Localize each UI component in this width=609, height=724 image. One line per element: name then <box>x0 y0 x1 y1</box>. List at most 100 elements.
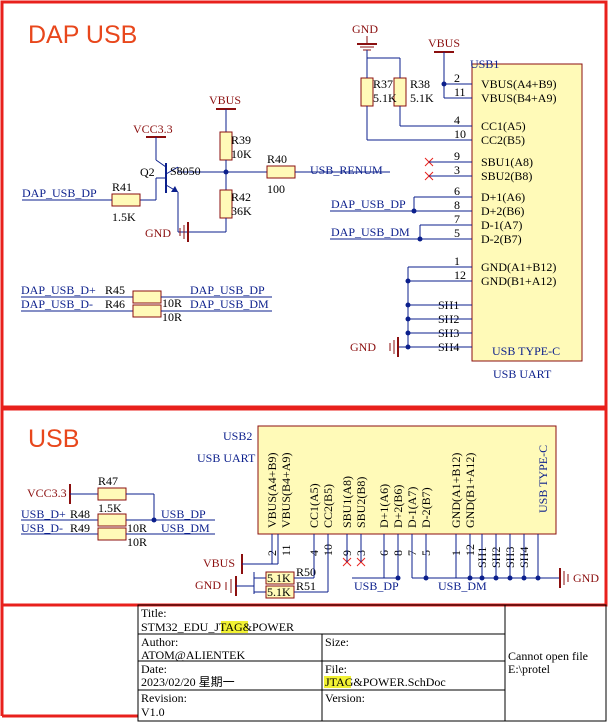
r50-ref: R50 <box>296 565 316 579</box>
revision-label: Revision: <box>141 691 187 705</box>
usb1-pin-number: 8 <box>454 198 460 212</box>
gnd-label-top: GND <box>352 22 378 36</box>
usb1-pin-name: CC2(B5) <box>481 133 525 147</box>
title-block-frame <box>137 604 607 722</box>
usb2-ref: USB2 <box>223 429 252 443</box>
r42-value: 36K <box>231 204 252 218</box>
file-highlight-text: JTAG <box>325 675 354 689</box>
usb2-pin-name: D-2(B7) <box>419 487 433 528</box>
r49-value: 10R <box>127 535 147 549</box>
r48-ref: R48 <box>70 507 90 521</box>
usb1-pin-number: 9 <box>454 149 460 163</box>
usb2-pin-name: SBU1(A8) <box>340 476 354 528</box>
gnd-junctions <box>405 278 411 350</box>
r42-ref: R42 <box>231 190 251 204</box>
usb1-pin-name: SBU2(B8) <box>481 169 532 183</box>
usb1-pin-name: GND(B1+A12) <box>481 274 556 288</box>
title-label: Title: <box>141 606 167 620</box>
junction-dot <box>417 236 423 242</box>
q2-collector <box>155 159 167 168</box>
usb2-type: USB TYPE-C <box>536 445 550 513</box>
usb1-pin-name: GND(A1+B12) <box>481 260 556 274</box>
title-suffix: &POWER <box>243 620 294 634</box>
usb1-pin-name: CC1(A5) <box>481 119 526 133</box>
usb1-pin-number: 6 <box>454 184 460 198</box>
r47-body <box>97 487 127 501</box>
r38-ref: R38 <box>410 77 430 91</box>
usb1-pin-name: D-1(A7) <box>481 218 522 232</box>
r41-body <box>111 193 141 207</box>
gnd-label-left: GND <box>145 226 171 240</box>
q2-lead <box>165 166 179 175</box>
vcc-label-bottom: VCC3.3 <box>27 486 67 500</box>
net-label-usb-dplus: USB_D+ <box>21 507 66 521</box>
net-label-usb-dminus: USB_D- <box>21 521 63 535</box>
vbus-label-bottom: VBUS <box>203 556 235 570</box>
vcc-label: VCC3.3 <box>133 122 173 136</box>
r39-value: 10K <box>231 147 252 161</box>
file-highlight <box>324 676 351 688</box>
title-prefix: STM32_EDU_ <box>141 620 215 634</box>
usb1-pin-number: 7 <box>454 212 460 226</box>
no-connect-marks <box>424 157 434 181</box>
usb2-pin-name: VBUS(B4+A9) <box>279 453 293 528</box>
r45-body <box>132 290 162 304</box>
usb1-pin-number: 5 <box>454 226 460 240</box>
path-text: E:\protel <box>508 662 551 676</box>
r49-body <box>97 527 127 541</box>
section-title-dap-usb: DAP USB <box>28 21 137 49</box>
r41-ref: R41 <box>112 180 132 194</box>
usb2-pin-number: 11 <box>279 544 293 556</box>
usb2-pin-name: D+1(A6) <box>377 484 391 528</box>
r45-value: 10R <box>162 296 182 310</box>
net-label-dap-dminus: DAP_USB_D- <box>21 297 93 311</box>
file-label: File: <box>325 662 347 676</box>
r40-ref: R40 <box>267 152 287 166</box>
r40-body <box>266 165 296 179</box>
title-highlight <box>221 621 248 633</box>
cannot-open-text: Cannot open file <box>508 649 588 663</box>
usb1-pin-number: 3 <box>454 163 460 177</box>
q2-emitter-arrow <box>171 186 178 192</box>
net-label-out-dp: DAP_USB_DP <box>190 283 265 297</box>
gnd-label-bottom: GND <box>195 578 221 592</box>
usb1-pin-name: D-2(B7) <box>481 232 522 246</box>
net-label-dap-usb-dp: DAP_USB_DP <box>331 197 406 211</box>
r38-value: 5.1K <box>410 91 434 105</box>
usb1-pin-name: VBUS(B4+A9) <box>481 91 556 105</box>
title-highlight-text: JTAG <box>214 620 243 634</box>
gnd-junctions-bottom <box>467 575 541 581</box>
usb1-pin-number: 10 <box>454 127 466 141</box>
r47-value: 1.5K <box>98 501 122 515</box>
usb2-connector-body <box>257 425 557 535</box>
r39-ref: R39 <box>231 133 251 147</box>
usb2-pin-name: CC2(B5) <box>321 484 335 528</box>
net-label-usb-dp: USB_DP <box>161 507 206 521</box>
q2-ref: Q2 <box>140 165 155 179</box>
section-title-usb: USB <box>28 425 79 453</box>
r40-value: 100 <box>267 182 285 196</box>
author-value: ATOM@ALIENTEK <box>141 648 245 662</box>
author-label: Author: <box>141 635 178 649</box>
net-label-dap-usb-dp-left: DAP_USB_DP <box>22 186 97 200</box>
gnd-label-usb1: GND <box>350 340 376 354</box>
vbus-label-top: VBUS <box>428 36 460 50</box>
usb1-pin-name: SBU1(A8) <box>481 155 533 169</box>
net-label-out-dm: DAP_USB_DM <box>190 297 269 311</box>
vbus-label-r39: VBUS <box>209 93 241 107</box>
usb1-name: USB UART <box>493 367 552 381</box>
r50-value: 5.1K <box>267 571 291 585</box>
usb2-pin-name: GND(A1+B12) <box>449 453 463 528</box>
date-label: Date: <box>141 662 167 676</box>
usb1-type: USB TYPE-C <box>492 344 560 358</box>
r51-value: 5.1K <box>267 585 291 599</box>
gnd-label-bottom-right: GND <box>573 571 599 585</box>
r51-ref: R51 <box>296 579 316 593</box>
title-value: STM32_EDU_JTAG&POWER <box>141 620 294 634</box>
net-label-usb-renum: USB_RENUM <box>310 163 383 177</box>
usb1-pin-name: VBUS(A4+B9) <box>481 77 556 91</box>
r41-value: 1.5K <box>112 210 136 224</box>
